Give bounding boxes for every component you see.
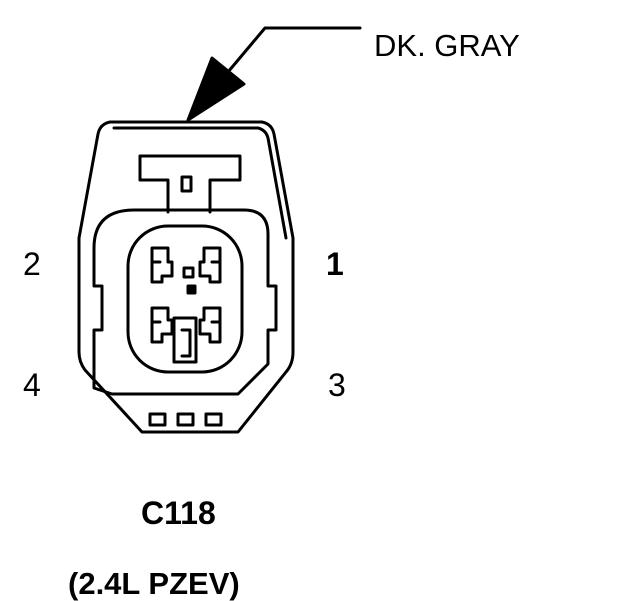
pin-label-2: 2 <box>23 246 41 282</box>
vent-square-middle <box>176 412 195 427</box>
terminal-pin-2 <box>150 246 174 284</box>
wire-color-label: DK. GRAY <box>374 28 520 63</box>
pin-label-1: 1 <box>326 246 344 282</box>
pin-label-3: 3 <box>328 367 346 403</box>
latch-tab <box>180 175 193 193</box>
terminal-cavity <box>126 224 244 374</box>
connector-inner-outline <box>112 126 288 240</box>
terminal-pin-1 <box>198 246 222 284</box>
center-mark-top <box>182 266 195 279</box>
terminal-pin-4 <box>150 306 174 344</box>
center-mark-bottom <box>186 284 197 295</box>
connector-shroud <box>92 208 278 396</box>
keying-post <box>172 316 198 364</box>
pin-label-4: 4 <box>23 367 41 403</box>
terminal-pin-3 <box>198 306 222 344</box>
vent-square-right <box>204 412 223 427</box>
vent-square-left <box>148 412 167 427</box>
callout-leader-line <box>226 26 362 74</box>
connector-outer-housing <box>77 120 295 434</box>
callout-arrowhead <box>186 56 246 122</box>
connector-id: C118 <box>141 495 216 531</box>
connector-latch <box>138 154 242 214</box>
connector-variant: (2.4L PZEV) <box>68 566 240 601</box>
